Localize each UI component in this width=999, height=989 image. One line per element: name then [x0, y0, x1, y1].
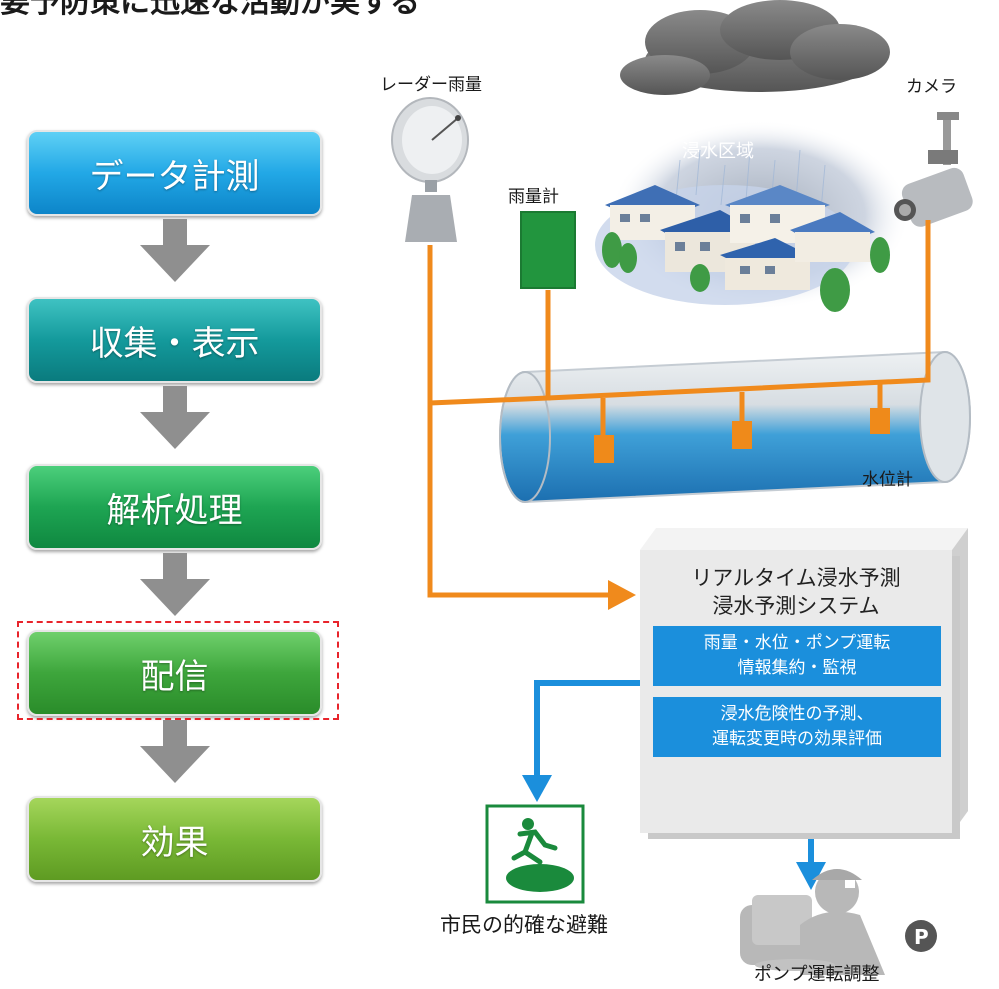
system-box-prediction: 浸水危険性の予測、 運転変更時の効果評価 [653, 697, 941, 757]
pump-operator-icon [740, 869, 885, 975]
system-box-top [640, 528, 968, 550]
flow-step-label: 配信 [140, 656, 209, 697]
camera-icon [894, 112, 973, 227]
evacuation-sign-icon [485, 804, 585, 904]
pump-badge-letter: P [914, 925, 929, 949]
flow-arrow [140, 386, 210, 449]
highlight-frame [17, 621, 339, 720]
parking-p-icon [905, 920, 937, 952]
flow-step-analysis: 解析処理 [27, 464, 322, 550]
system-title-line1: リアルタイム浸水予測 [691, 566, 901, 590]
rain-gauge-icon [520, 211, 576, 289]
monitoring-line1: 雨量・水位・ポンプ運転 [703, 633, 891, 653]
camera-label: カメラ [906, 77, 957, 97]
flow-step-label: データ計測 [89, 156, 260, 197]
water-level-sensor [870, 408, 890, 434]
system-title-line2: 浸水予測システム [712, 594, 880, 618]
houses [602, 185, 890, 312]
flow-step-label: 効果 [140, 822, 209, 863]
sensor-wiring [427, 220, 931, 598]
flow-step-effect: 効果 [27, 796, 322, 882]
orange-arrowhead [608, 580, 636, 610]
water-level-label: 水位計 [862, 470, 913, 490]
pump-label: ポンプ運転調整 [754, 964, 880, 985]
prediction-line1: 浸水危険性の予測、 [720, 704, 874, 724]
flow-arrow [140, 720, 210, 783]
flood-area-illustration [595, 0, 910, 312]
radar-icon [391, 97, 469, 242]
flow-step-data-measurement: データ計測 [27, 130, 322, 216]
flow-step-collection-display: 収集・表示 [27, 297, 322, 383]
flow-step-distribution: 配信 [27, 630, 322, 716]
forecast-system-box: リアルタイム浸水予測 浸水予測システム [640, 550, 952, 833]
evacuation-arrow [522, 680, 640, 802]
page-header: 要予防策に迅速な活動が実する [0, 0, 420, 20]
system-box-side [952, 528, 968, 833]
prediction-line2: 運転変更時の効果評価 [712, 729, 882, 749]
pump-arrow [796, 833, 826, 890]
water-level-sensor [732, 421, 752, 449]
radar-label: レーダー雨量 [380, 75, 482, 95]
rain-gauge-label: 雨量計 [508, 187, 559, 207]
flow-step-label: 解析処理 [106, 490, 243, 531]
flow-arrow [140, 219, 210, 282]
flow-arrow [140, 553, 210, 616]
water-level-sensor [594, 435, 614, 463]
monitoring-line2: 情報集約・監視 [737, 658, 857, 678]
system-box-monitoring: 雨量・水位・ポンプ運転 情報集約・監視 [653, 626, 941, 686]
flow-step-label: 収集・表示 [89, 323, 260, 364]
storm-cloud [620, 0, 890, 95]
flood-area-label: 浸水区域 [682, 141, 754, 162]
evacuation-label: 市民の的確な避難 [440, 913, 608, 937]
